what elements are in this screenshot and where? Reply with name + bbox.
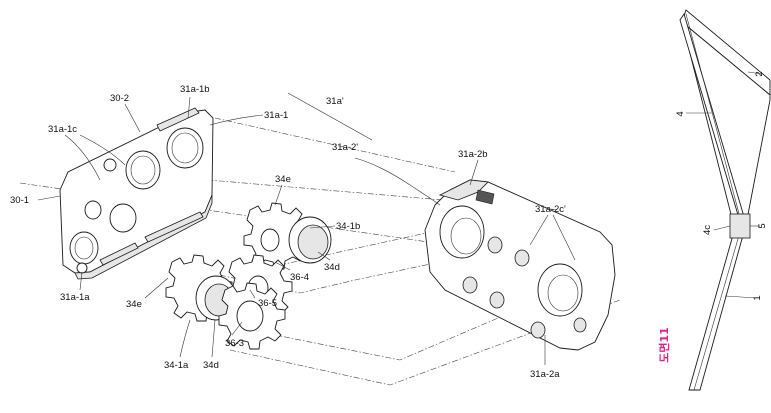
right-housing [424, 179, 616, 351]
label-36-5: 36-5 [258, 298, 277, 309]
label-31a-2-prime: 31a-2' [332, 142, 358, 153]
label-1: 1 [752, 295, 763, 300]
reference-labels: 31a-1b 30-2 31a-1 31a' 31a-1c 31a-2' 31a… [10, 71, 768, 380]
left-housing-plate [59, 107, 214, 280]
label-4: 4 [675, 111, 686, 116]
label-34-1b: 34-1b [336, 221, 360, 232]
label-34d-bottom: 34d [203, 360, 219, 371]
label-31a-1c: 31a-1c [48, 124, 77, 135]
gear-36-3 [218, 282, 286, 350]
label-34e-left: 34e [126, 299, 142, 310]
label-2: 2 [754, 71, 765, 76]
label-34d-right: 34d [324, 262, 340, 273]
label-31a-1a: 31a-1a [60, 292, 90, 303]
label-31a-1b: 31a-1b [180, 84, 210, 95]
label-31a-2a: 31a-2a [530, 369, 560, 380]
label-4c: 4c [702, 225, 713, 235]
label-31a-2c-prime: 31a-2c' [535, 204, 566, 215]
label-31a-2b: 31a-2b [458, 149, 488, 160]
label-30-2: 30-2 [110, 93, 129, 104]
figure-label: 도면11 [657, 327, 671, 363]
label-30-1: 30-1 [10, 195, 29, 206]
label-34-1a: 34-1a [164, 360, 189, 371]
label-5: 5 [757, 223, 768, 228]
label-31a-prime: 31a' [326, 96, 344, 107]
gear-34-1b [243, 202, 332, 270]
label-34e-top: 34e [275, 174, 291, 185]
side-view-assembly [679, 9, 771, 391]
label-36-4: 36-4 [290, 272, 309, 283]
gear-34-1a [165, 254, 237, 322]
label-31a-1: 31a-1 [264, 110, 288, 121]
label-36-3: 36-3 [225, 338, 244, 349]
leader-lines [37, 92, 576, 365]
